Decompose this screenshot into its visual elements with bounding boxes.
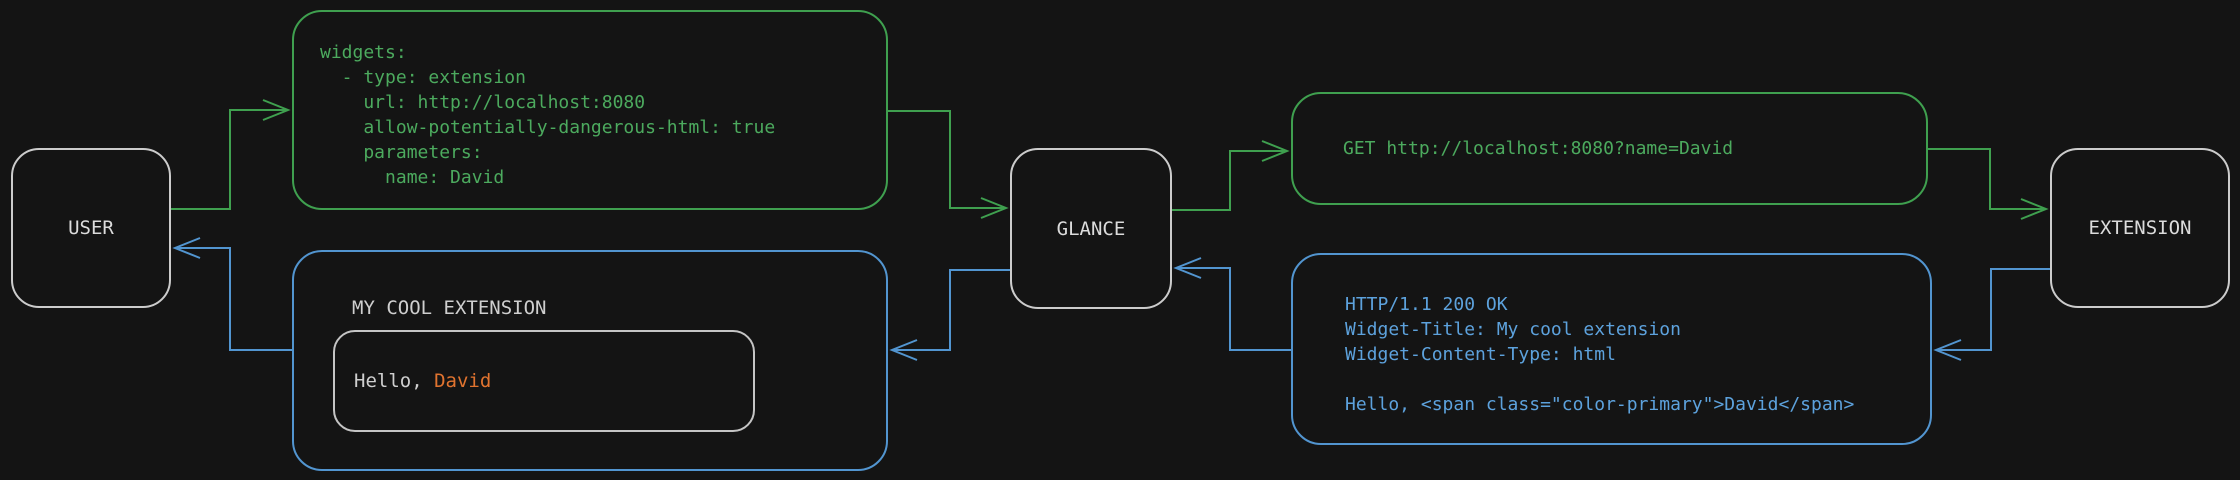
arrow-user-to-config <box>171 99 291 210</box>
greeting-text: Hello, <box>354 370 435 392</box>
widget-title: MY COOL EXTENSION <box>352 297 547 319</box>
node-glance-label: GLANCE <box>1056 217 1126 240</box>
widget-content-box: Hello, David <box>333 330 755 432</box>
http-request-box: GET http://localhost:8080?name=David <box>1291 92 1928 205</box>
arrow-extension-to-response <box>1933 268 2050 361</box>
arrow-widget-to-user <box>172 237 292 351</box>
arrow-glance-to-request <box>1172 140 1290 211</box>
arrow-glance-to-widget <box>889 269 1010 361</box>
node-glance: GLANCE <box>1010 148 1172 309</box>
greeting-name: David <box>434 370 492 392</box>
http-response-box: HTTP/1.1 200 OK Widget-Title: My cool ex… <box>1291 253 1932 445</box>
arrow-response-to-glance <box>1173 257 1291 351</box>
http-request-code: GET http://localhost:8080?name=David <box>1343 138 1734 159</box>
node-extension: EXTENSION <box>2050 148 2230 308</box>
node-user-label: USER <box>68 217 114 239</box>
node-user: USER <box>11 148 171 308</box>
arrow-config-to-glance <box>888 110 1009 219</box>
node-extension-label: EXTENSION <box>2088 217 2192 239</box>
http-response-code: HTTP/1.1 200 OK Widget-Title: My cool ex… <box>1345 294 1855 415</box>
widget-preview-box: MY COOL EXTENSION Hello, David <box>292 250 888 471</box>
config-yaml-code: widgets: - type: extension url: http://l… <box>320 42 776 188</box>
config-yaml-box: widgets: - type: extension url: http://l… <box>292 10 888 210</box>
arrow-request-to-extension <box>1928 148 2049 220</box>
